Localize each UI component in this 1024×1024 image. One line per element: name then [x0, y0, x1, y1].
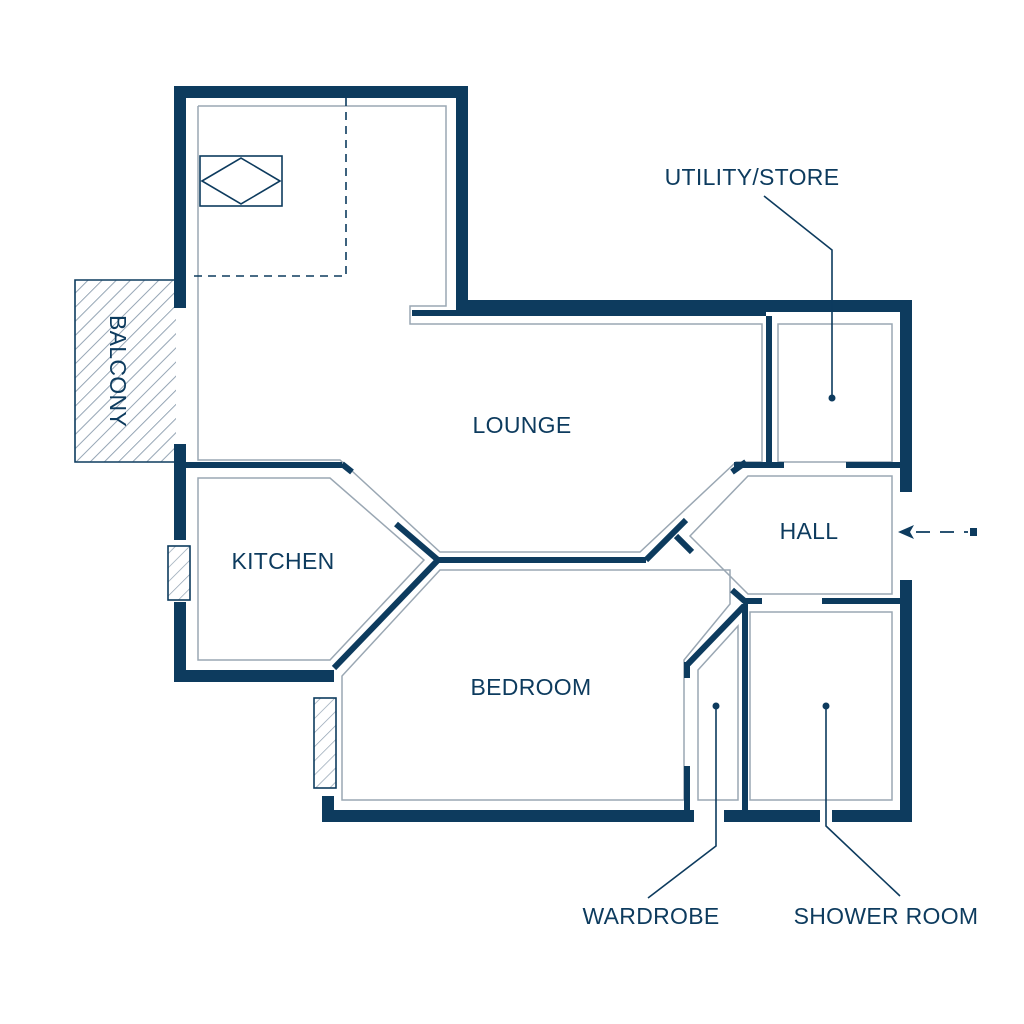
kitchen-label: KITCHEN [231, 548, 334, 574]
utility-store-callout: UTILITY/STORE [665, 164, 840, 402]
kitchen-window [167, 545, 191, 601]
entrance-arrow-icon [898, 525, 977, 539]
utility-store-label: UTILITY/STORE [665, 164, 840, 190]
skylight-icon [190, 98, 347, 277]
wardrobe-label: WARDROBE [583, 903, 720, 929]
outer-walls [174, 86, 912, 822]
lounge-label: LOUNGE [473, 412, 572, 438]
balcony-hatch [76, 281, 176, 461]
hall-label: HALL [780, 518, 839, 544]
bedroom-window [313, 697, 337, 789]
bedroom-label: BEDROOM [471, 674, 592, 700]
balcony-label: BALCONY [105, 315, 131, 427]
windows [167, 545, 337, 789]
wardrobe-callout: WARDROBE [583, 702, 720, 929]
shower-room-callout: SHOWER ROOM [794, 702, 979, 929]
shower-room-label: SHOWER ROOM [794, 903, 979, 929]
balcony: BALCONY [74, 279, 176, 463]
internal-walls [186, 310, 904, 820]
